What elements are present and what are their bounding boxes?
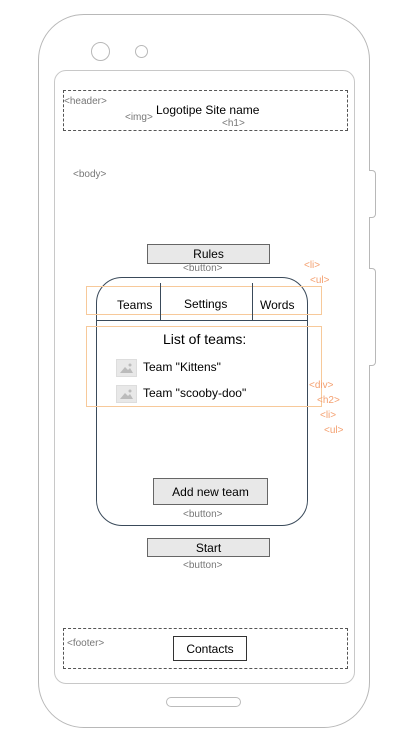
start-button[interactable]: Start xyxy=(147,538,270,557)
tabs-bottom-line xyxy=(97,320,307,321)
body-tag: <body> xyxy=(73,169,107,180)
add-team-button[interactable]: Add new team xyxy=(153,478,268,505)
contacts-button[interactable]: Contacts xyxy=(173,636,247,661)
tab-divider-1 xyxy=(160,283,161,320)
tab-divider-2 xyxy=(252,283,253,320)
footer-region xyxy=(63,628,348,669)
tab-settings[interactable]: Settings xyxy=(184,297,228,311)
side-button-top xyxy=(369,170,376,218)
add-team-button-tag: <button> xyxy=(183,509,223,520)
phone-frame xyxy=(38,14,370,728)
h1-tag: <h1> xyxy=(222,118,245,129)
header-tag: <header> xyxy=(64,96,107,107)
team-item[interactable]: Team "Kittens" xyxy=(143,360,221,374)
header-region xyxy=(63,90,348,131)
site-title: Logotipe Site name xyxy=(156,103,260,117)
footer-tag: <footer> xyxy=(67,638,105,649)
phone-screen xyxy=(54,70,355,684)
rules-button-tag: <button> xyxy=(183,263,223,274)
img-tag: <img> xyxy=(125,112,153,123)
rules-button[interactable]: Rules xyxy=(147,244,270,264)
camera-icon xyxy=(91,42,110,61)
start-button-tag: <button> xyxy=(183,560,223,571)
tab-teams[interactable]: Teams xyxy=(117,298,153,312)
team-image-icon xyxy=(116,385,137,403)
team-image-icon xyxy=(116,359,137,377)
teams-list-heading: List of teams: xyxy=(163,331,247,347)
side-button-bottom xyxy=(369,268,376,366)
ul-tag: <ul> xyxy=(310,275,330,286)
li-tag-2: <li> xyxy=(320,410,337,421)
team-item[interactable]: Team "scooby-doo" xyxy=(143,386,247,400)
tabs-list-box xyxy=(86,286,322,315)
li-tag: <li> xyxy=(304,260,321,271)
sensor-icon xyxy=(135,45,148,58)
teams-card xyxy=(96,277,308,526)
ul-tag-2: <ul> xyxy=(324,425,344,436)
teams-list-box xyxy=(86,326,322,407)
tab-words[interactable]: Words xyxy=(260,298,295,312)
div-tag: <div> xyxy=(309,380,334,391)
h2-tag: <h2> xyxy=(317,395,340,406)
home-indicator xyxy=(166,697,241,707)
